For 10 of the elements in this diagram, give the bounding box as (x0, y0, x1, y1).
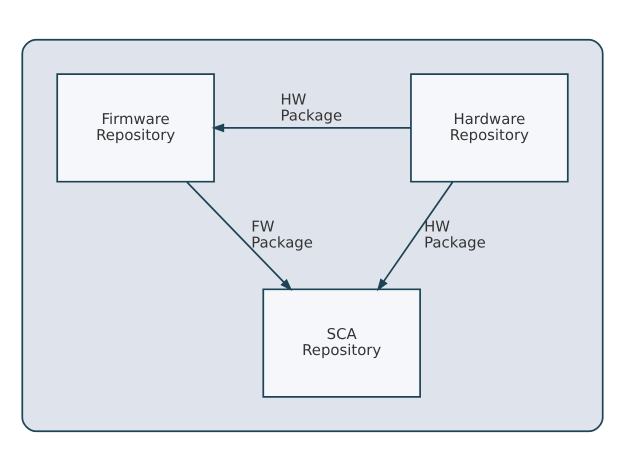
cluster (21, 38, 604, 432)
edge-label: FW Package (251, 217, 313, 252)
node-box: SCA Repository (262, 288, 421, 398)
arrow (186, 182, 292, 291)
arrow (376, 182, 454, 292)
edge-label: HW Package (424, 217, 486, 252)
node-box: Firmware Repository (56, 73, 215, 183)
arrow (212, 123, 411, 132)
node-box: Hardware Repository (410, 73, 569, 183)
edge-label: HW Package (280, 90, 342, 124)
